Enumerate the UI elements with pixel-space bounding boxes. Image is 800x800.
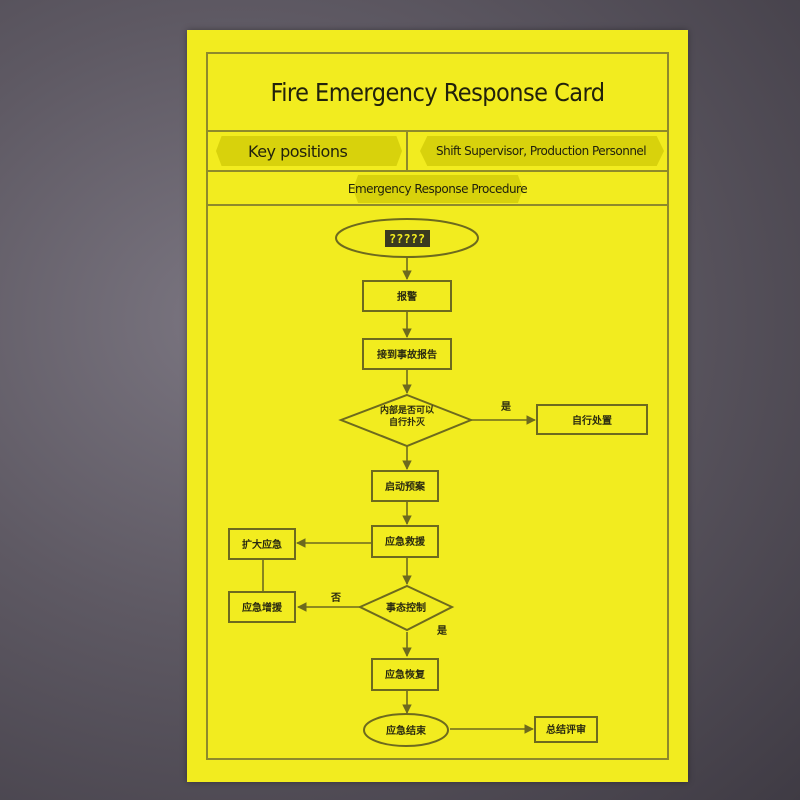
flow-node-alarm: 报警: [362, 280, 452, 312]
rescue-label: 应急救援: [385, 535, 426, 548]
end-label: 应急结束: [386, 724, 427, 737]
flow-node-expand: 扩大应急: [228, 528, 296, 560]
reinforce-label: 应急增援: [242, 601, 283, 614]
row-divider: [406, 132, 408, 170]
edge-label-decide-yes: 是: [500, 401, 511, 413]
flow-node-plan: 启动预案: [371, 470, 439, 502]
roles-band: [420, 136, 664, 166]
flow-node-start: ?????: [335, 218, 479, 258]
start-label: ?????: [389, 232, 425, 246]
report-label: 接到事故报告: [377, 348, 437, 361]
flow-node-decide: 内部是否可以自行扑灭: [338, 393, 474, 448]
card-title: Fire Emergency Response Card: [270, 77, 605, 107]
flow-node-review: 总结评审: [534, 716, 598, 743]
procedure-band: [353, 175, 523, 203]
self-label: 自行处置: [572, 414, 612, 427]
flow-node-self: 自行处置: [536, 404, 648, 435]
key-positions-band: [216, 136, 402, 166]
recover-label: 应急恢复: [385, 668, 426, 681]
alarm-label: 报警: [397, 290, 417, 303]
key-positions-row: Key positions Shift Supervisor, Producti…: [208, 130, 667, 170]
expand-label: 扩大应急: [242, 538, 282, 551]
flow-node-recover: 应急恢复: [371, 658, 439, 691]
procedure-row: Emergency Response Procedure: [208, 170, 667, 206]
procedure-label: Emergency Response Procedure: [347, 182, 528, 196]
flow-node-report: 接到事故报告: [362, 338, 452, 370]
key-positions-value: Shift Supervisor, Production Personnel: [436, 144, 647, 158]
decide-label: 内部是否可以自行扑灭: [380, 406, 435, 428]
plan-label: 启动预案: [385, 480, 426, 493]
flow-edges: [262, 257, 536, 734]
edge-label-control-yes: 是: [436, 625, 447, 637]
key-positions-label: Key positions: [248, 141, 348, 161]
flow-node-reinforce: 应急增援: [228, 591, 296, 623]
edge-label-control-no: 否: [330, 592, 341, 604]
control-label: 事态控制: [386, 601, 426, 614]
flow-node-control: 事态控制: [357, 584, 455, 632]
card-frame: Fire Emergency Response Card Key positio…: [206, 52, 669, 760]
flow-node-end: 应急结束: [363, 713, 449, 747]
review-label: 总结评审: [546, 723, 586, 736]
flow-node-rescue: 应急救援: [371, 525, 439, 558]
